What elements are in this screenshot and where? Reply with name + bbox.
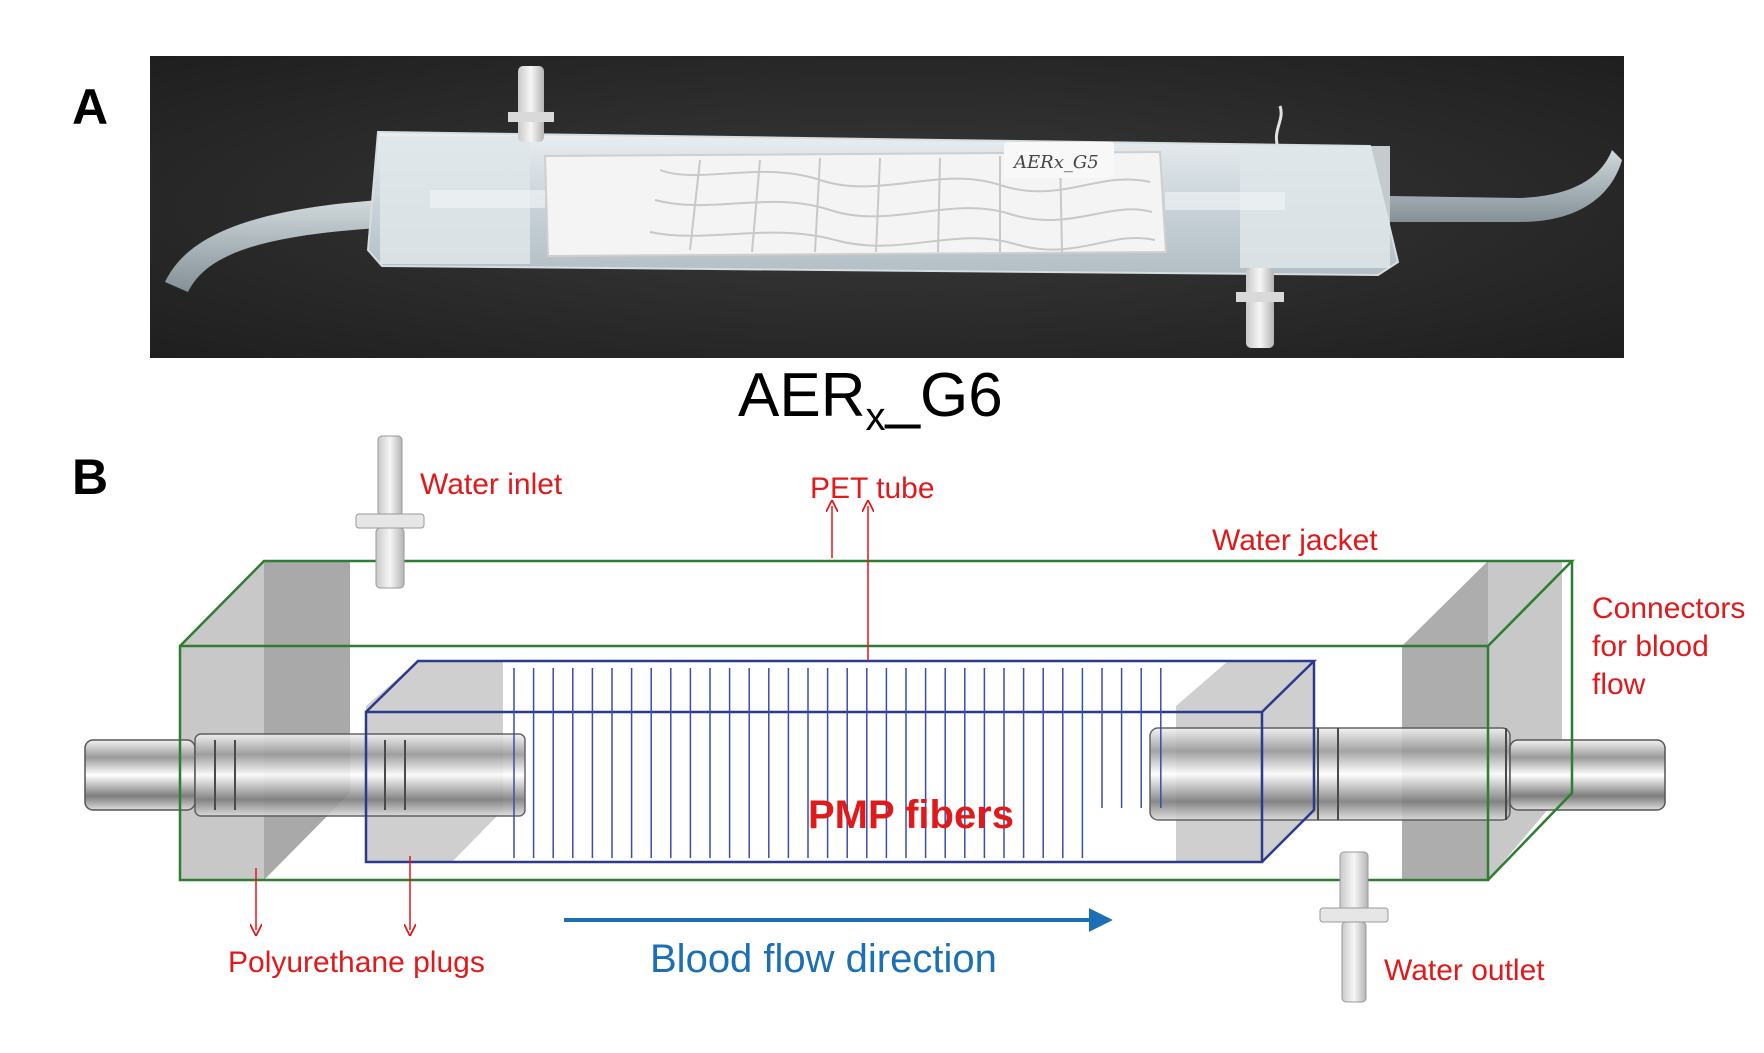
panel-a-letter: A xyxy=(72,79,108,135)
pmp-fibers xyxy=(513,668,1162,858)
label-connectors-line3: flow xyxy=(1592,668,1646,701)
device-photo: AERx_G5 xyxy=(150,56,1624,358)
label-polyurethane-plugs: Polyurethane plugs xyxy=(228,946,485,979)
fiber-texture xyxy=(649,155,1156,253)
photo-inlet-port-flange xyxy=(508,112,554,122)
wire xyxy=(1274,105,1283,149)
left-tubing xyxy=(165,200,380,292)
annotation-arrows xyxy=(256,506,868,930)
caption-subscript: x xyxy=(865,395,885,439)
device-caption: AERx_G6 xyxy=(738,361,1003,439)
label-water-inlet: Water inlet xyxy=(420,468,563,501)
right-blood-connector xyxy=(1149,727,1666,821)
handwritten-label: AERx_G5 xyxy=(1012,152,1099,173)
pet-tube xyxy=(364,659,1318,864)
right-inner-rod xyxy=(1165,192,1285,210)
handwritten-label-sticker xyxy=(1004,142,1114,178)
water-inlet-port xyxy=(355,435,425,589)
label-blood-flow-direction: Blood flow direction xyxy=(650,937,997,981)
label-connectors-line2: for blood xyxy=(1592,630,1709,663)
left-inner-rod xyxy=(430,190,545,208)
right-tubing xyxy=(1390,150,1622,222)
polyurethane-plug-left xyxy=(180,561,350,880)
water-outlet-port xyxy=(1319,851,1389,1003)
water-jacket xyxy=(178,559,1575,882)
left-blood-connector xyxy=(84,733,526,817)
polyurethane-plug-right xyxy=(1402,561,1562,880)
photo-outlet-port-flange xyxy=(1236,292,1284,302)
panel-b-letter: B xyxy=(72,449,108,505)
photo-water-inlet-port xyxy=(518,66,544,142)
label-pet-tube: PET tube xyxy=(810,472,935,505)
label-connectors-line1: Connectors xyxy=(1592,592,1745,625)
label-pmp-fibers: PMP fibers xyxy=(808,793,1014,837)
caption-suffix: _G6 xyxy=(884,361,1002,430)
photo-water-outlet-port xyxy=(1246,268,1274,348)
label-water-outlet: Water outlet xyxy=(1384,954,1545,987)
caption-main: AER xyxy=(738,361,865,430)
label-water-jacket: Water jacket xyxy=(1212,524,1378,557)
